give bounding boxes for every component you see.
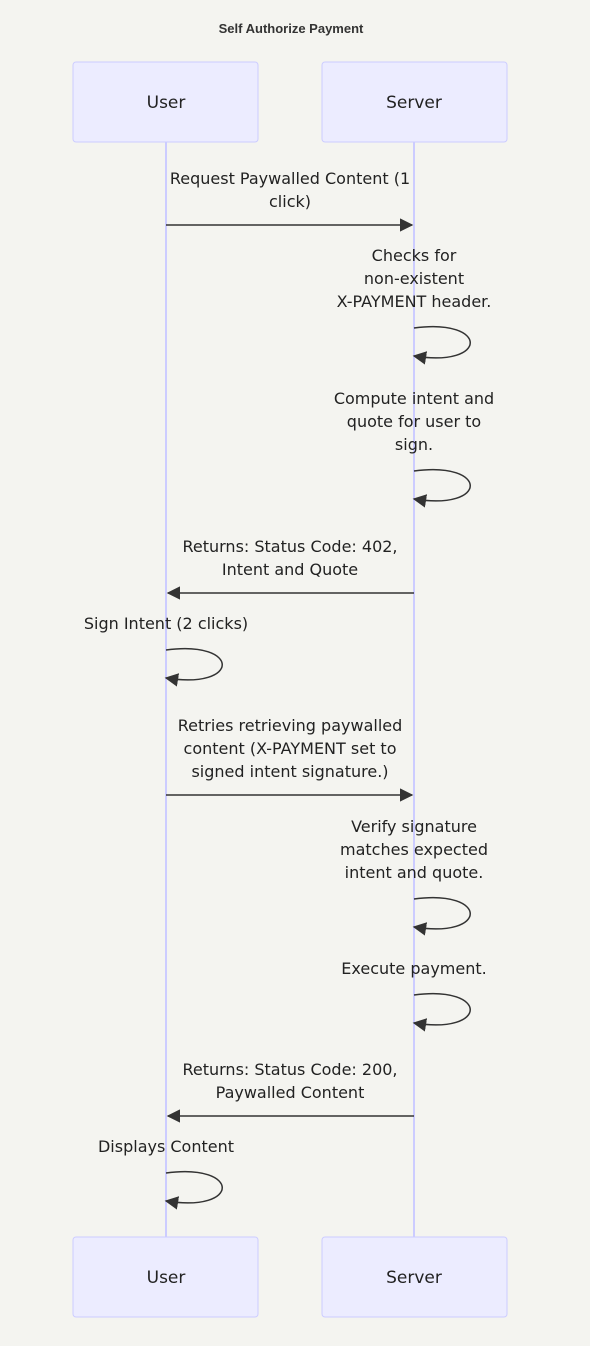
message-label: X-PAYMENT header. — [337, 292, 492, 311]
message-label: non-existent — [364, 269, 464, 288]
message-label: Execute payment. — [341, 959, 486, 978]
message-label: Request Paywalled Content (1 — [170, 169, 410, 188]
message-4: Returns: Status Code: 402, Intent and Quo… — [166, 537, 414, 600]
actor-label: User — [147, 1268, 186, 1288]
message-label: Compute intent and — [334, 389, 494, 408]
self-arrow — [412, 993, 471, 1032]
message-3: Compute intent and quote for user to sign. — [334, 389, 494, 508]
message-label: Verify signature — [351, 817, 477, 836]
message-7: Verify signature matches expected intent a… — [340, 817, 488, 936]
message-1: Request Paywalled Content (1 click) — [166, 169, 414, 232]
actor-user-bottom[interactable]: User — [72, 1236, 259, 1318]
actor-label: Server — [386, 93, 442, 113]
actor-server-bottom[interactable]: Server — [321, 1236, 508, 1318]
message-label: Checks for — [372, 246, 457, 265]
self-arrow — [164, 648, 223, 687]
message-label: signed intent signature.) — [191, 762, 388, 781]
self-arrow — [412, 469, 471, 508]
message-label: Returns: Status Code: 402, — [182, 537, 397, 556]
message-5: Sign Intent (2 clicks) — [84, 614, 248, 687]
actor-server-top[interactable]: Server — [321, 61, 508, 143]
message-9: Returns: Status Code: 200, Paywalled Cont… — [166, 1060, 414, 1123]
self-arrow — [412, 897, 471, 936]
message-label: matches expected — [340, 840, 488, 859]
message-label: Paywalled Content — [216, 1083, 365, 1102]
self-arrow — [412, 326, 471, 365]
actor-label: Server — [386, 1268, 442, 1288]
message-label: intent and quote. — [345, 863, 484, 882]
message-label: content (X-PAYMENT set to — [184, 739, 397, 758]
actor-user-top[interactable]: User — [72, 61, 259, 143]
message-6: Retries retrieving paywalled content (X-P… — [166, 716, 414, 802]
message-label: quote for user to — [347, 412, 481, 431]
messages: Request Paywalled Content (1 click) Checks… — [84, 169, 494, 1210]
diagram-title: Self Authorize Payment — [219, 21, 364, 36]
message-label: sign. — [395, 435, 433, 454]
message-label: click) — [269, 192, 311, 211]
message-label: Displays Content — [98, 1137, 234, 1156]
actor-label: User — [147, 93, 186, 113]
message-label: Returns: Status Code: 200, — [182, 1060, 397, 1079]
message-8: Execute payment. — [341, 959, 487, 1032]
message-label: Intent and Quote — [222, 560, 358, 579]
message-label: Retries retrieving paywalled — [178, 716, 403, 735]
message-10: Displays Content — [98, 1137, 234, 1210]
message-label: Sign Intent (2 clicks) — [84, 614, 248, 633]
self-arrow — [164, 1171, 223, 1210]
